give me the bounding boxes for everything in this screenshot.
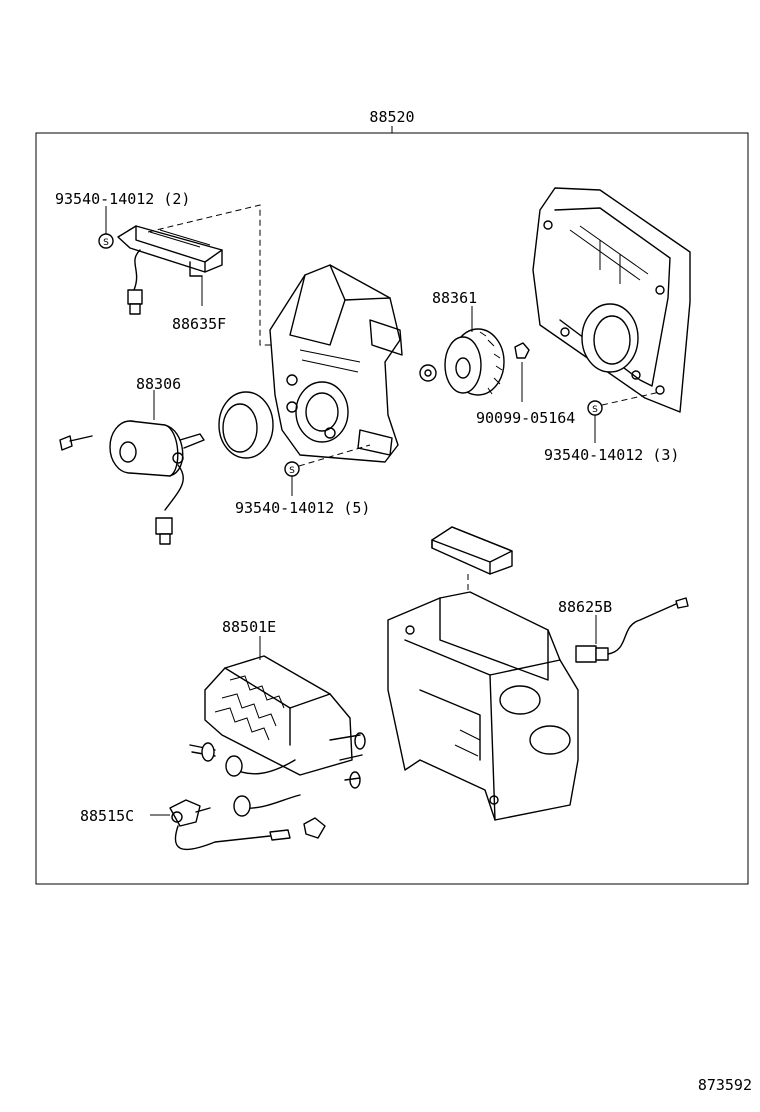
- fan-wheel-drawing: [444, 306, 505, 396]
- nut-small-drawing: [514, 342, 530, 402]
- dashed-leader-housing: [298, 444, 371, 467]
- label-93540-14012-5: 93540-14012 (5): [235, 499, 370, 517]
- svg-text:S: S: [592, 405, 598, 415]
- dashed-leader-resistor: [147, 204, 285, 346]
- screw-symbol-a: S: [98, 206, 114, 249]
- svg-text:S: S: [103, 238, 109, 248]
- label-88520: 88520: [369, 108, 414, 126]
- rear-plate-drawing: [532, 187, 691, 413]
- label-88501E: 88501E: [222, 618, 276, 636]
- assembly-frame: [35, 126, 749, 885]
- svg-text:S: S: [289, 466, 295, 476]
- label-88635F: 88635F: [172, 315, 226, 333]
- blower-motor-drawing: [109, 390, 205, 545]
- seal-ring-drawing: [218, 391, 274, 459]
- label-88306: 88306: [136, 375, 181, 393]
- label-88515C: 88515C: [80, 807, 134, 825]
- diagram-id: 873592: [698, 1076, 752, 1094]
- resistor-88635F-drawing: [117, 225, 223, 315]
- wire-harness-drawing: [575, 597, 689, 663]
- label-88625B: 88625B: [558, 598, 612, 616]
- pipe-fittings-drawing: [189, 742, 326, 839]
- screw-symbol-b: S: [587, 400, 603, 443]
- motor-screw-drawing: [59, 435, 93, 451]
- label-93540-14012-2: 93540-14012 (2): [55, 190, 190, 208]
- evaporator-drawing: [204, 636, 366, 789]
- blower-housing-drawing: [269, 264, 403, 463]
- label-88361: 88361: [432, 289, 477, 307]
- expansion-valve-drawing: [150, 799, 291, 851]
- label-90099-05164: 90099-05164: [476, 409, 575, 427]
- label-93540-14012-3: 93540-14012 (3): [544, 446, 679, 464]
- case-drawing: [387, 591, 579, 821]
- nut-drawing: [419, 364, 437, 382]
- screw-symbol-c: S: [284, 461, 300, 496]
